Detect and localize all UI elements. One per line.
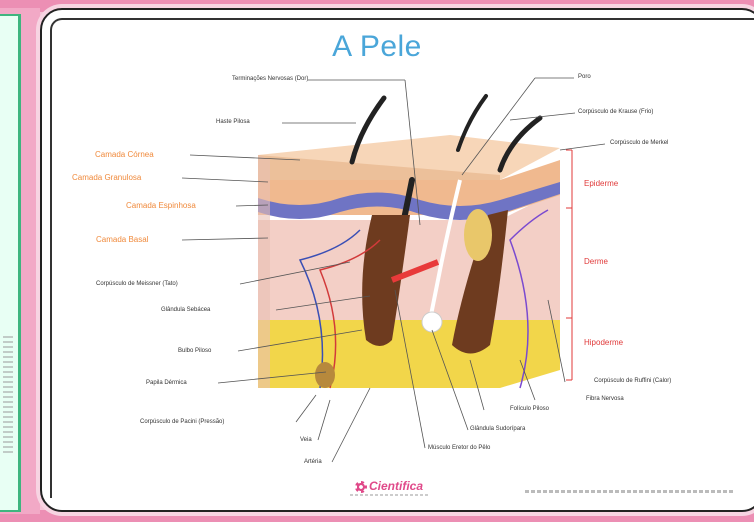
label-pacini: Corpúsculo de Pacini (Pressão) <box>140 419 224 425</box>
label-basal: Camada Basal <box>96 235 148 244</box>
label-sebacea: Glândula Sebácea <box>161 307 210 313</box>
label-musculo: Músculo Eretor do Pêlo <box>428 445 490 451</box>
label-derme: Derme <box>584 257 608 266</box>
label-haste: Haste Pilosa <box>216 119 250 125</box>
label-epiderme: Epiderme <box>584 179 618 188</box>
layer-brackets <box>566 150 572 380</box>
label-ruffini: Corpúsculo de Ruffini (Calor) <box>594 378 671 384</box>
label-sudoripara: Glândula Sudorípara <box>470 426 525 432</box>
pacini-corpuscle <box>315 362 335 388</box>
flower-icon <box>355 481 367 493</box>
publisher-logo: Cientifica <box>355 479 423 493</box>
label-granulosa: Camada Granulosa <box>72 173 141 182</box>
sweat-gland <box>422 312 442 332</box>
label-papila: Papila Dérmica <box>146 380 187 386</box>
label-espinhosa: Camada Espinhosa <box>126 201 196 210</box>
label-hipoderme: Hipoderme <box>584 338 623 347</box>
left-side-face <box>258 155 270 388</box>
label-fibra: Fibra Nervosa <box>586 396 624 402</box>
label-bulbo: Bulbo Piloso <box>178 348 211 354</box>
label-cornea: Camada Córnea <box>95 150 154 159</box>
logo-subtext <box>350 494 430 496</box>
label-terminacoes: Terminações Nervosas (Dor) <box>232 76 308 82</box>
sebaceous-gland <box>464 209 492 261</box>
label-poro: Poro <box>578 74 591 80</box>
label-meissner: Corpúsculo de Meissner (Tato) <box>96 281 178 287</box>
label-merkel: Corpúsculo de Merkel <box>610 140 668 146</box>
label-veia: Veia <box>300 437 312 443</box>
logo-text: Cientifica <box>369 479 423 493</box>
label-krause: Corpúsculo de Krause (Frio) <box>578 109 653 115</box>
label-foliculo: Folículo Piloso <box>510 406 549 412</box>
label-arteria: Artéria <box>304 459 322 465</box>
footer-fine-print <box>525 490 735 493</box>
